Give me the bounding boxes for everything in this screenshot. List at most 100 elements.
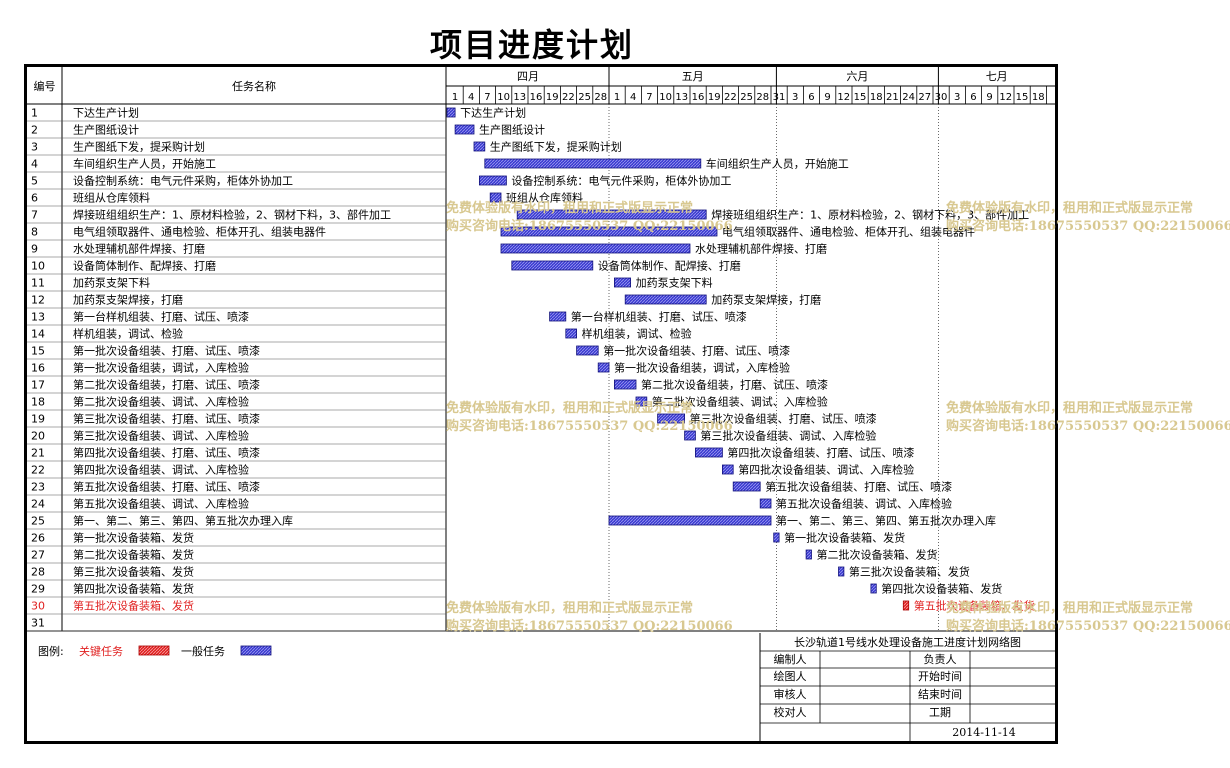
task-name: 生产图纸设计 xyxy=(73,123,139,137)
day-tick-label: 25 xyxy=(740,92,753,103)
day-tick-label: 9 xyxy=(824,92,830,103)
task-number: 1 xyxy=(31,107,38,120)
task-number: 25 xyxy=(31,515,45,528)
gantt-bar xyxy=(870,583,877,594)
info-box-cell: 审核人 xyxy=(774,687,807,701)
task-number: 4 xyxy=(31,158,38,171)
gantt-bar xyxy=(478,175,507,186)
task-number: 5 xyxy=(31,175,38,188)
day-tick-label: 13 xyxy=(513,92,526,103)
info-box-cell: 编制人 xyxy=(774,652,807,666)
watermark-line: 购买咨询电话:18675550537 QQ:22150066 xyxy=(946,419,1230,434)
day-tick-label: 6 xyxy=(808,92,814,103)
task-number: 24 xyxy=(31,498,45,511)
task-name: 加药泵支架焊接，打磨 xyxy=(73,293,183,307)
day-tick-label: 7 xyxy=(484,92,490,103)
gantt-bar xyxy=(722,464,734,475)
day-tick-label: 27 xyxy=(918,92,931,103)
task-number: 30 xyxy=(31,600,45,613)
gantt-bar-label: 生产图纸下发，提采购计划 xyxy=(490,140,622,154)
task-number: 29 xyxy=(31,583,45,596)
watermark-text: 免费体验版有水印，租用和正式版显示正常购买咨询电话:18675550537 QQ… xyxy=(446,600,733,636)
legend-critical-label: 关键任务 xyxy=(79,644,123,658)
day-tick-label: 19 xyxy=(546,92,559,103)
gantt-bar xyxy=(608,515,772,526)
day-tick-label: 18 xyxy=(1032,92,1045,103)
task-name: 电气组领取器件、通电检验、柜体开孔、组装电器件 xyxy=(73,225,326,239)
task-number: 13 xyxy=(31,311,45,324)
task-name: 班组从仓库领料 xyxy=(73,191,150,205)
gantt-bar-label: 第四批次设备组装、调试、入库检验 xyxy=(738,463,914,477)
gantt-bar-label: 第二批次设备组装、调试、入库检验 xyxy=(652,395,828,409)
gantt-bar-label: 水处理辅机部件焊接、打磨 xyxy=(695,242,827,256)
gantt-bar xyxy=(624,294,707,305)
task-number: 15 xyxy=(31,345,45,358)
day-tick-label: 9 xyxy=(986,92,992,103)
gantt-bar xyxy=(565,328,577,339)
day-tick-label: 1 xyxy=(614,92,620,103)
info-box-cell: 校对人 xyxy=(774,705,807,719)
watermark-line: 购买咨询电话:18675550537 QQ:22150066 xyxy=(446,219,733,234)
gantt-bar xyxy=(759,498,772,509)
gantt-bar-label: 第五批次设备组装、调试、入库检验 xyxy=(776,497,952,511)
watermark-line: 购买咨询电话:18675550537 QQ:22150066 xyxy=(946,619,1230,634)
gantt-bar-label: 电气组领取器件、通电检验、柜体开孔、组装电器件 xyxy=(722,225,975,239)
task-name: 第四批次设备组装、打磨、试压、喷漆 xyxy=(73,446,260,460)
task-name: 第一批次设备组装、打磨、试压、喷漆 xyxy=(73,344,260,358)
month-label: 七月 xyxy=(986,70,1008,83)
task-number: 28 xyxy=(31,566,45,579)
gantt-bar-label: 加药泵支架下料 xyxy=(636,276,713,290)
day-tick-label: 31 xyxy=(773,92,786,103)
task-name: 第四批次设备组装、调试、入库检验 xyxy=(73,463,249,477)
task-name: 第五批次设备组装、打磨、试压、喷漆 xyxy=(73,480,260,494)
gantt-bar-label: 第一批次设备装箱、发货 xyxy=(784,531,905,545)
watermark-text: 免费体验版有水印，租用和正式版显示正常购买咨询电话:18675550537 QQ… xyxy=(946,400,1230,436)
day-tick-label: 22 xyxy=(562,92,575,103)
task-name: 第二批次设备装箱、发货 xyxy=(73,548,194,562)
gantt-bar xyxy=(635,396,648,407)
day-tick-label: 1 xyxy=(452,92,458,103)
gantt-bar-label: 班组从仓库领料 xyxy=(506,191,583,205)
gantt-bar-label: 车间组织生产人员，开始施工 xyxy=(706,157,849,171)
day-tick-label: 15 xyxy=(1016,92,1029,103)
gantt-bar xyxy=(838,566,845,577)
gantt-bar-label: 第三批次设备组装、调试、入库检验 xyxy=(700,429,876,443)
gantt-bar-label: 第三批次设备装箱、发货 xyxy=(849,565,970,579)
task-name: 第五批次设备组装、调试、入库检验 xyxy=(73,497,249,511)
task-number: 18 xyxy=(31,396,45,409)
gantt-bar xyxy=(576,345,599,356)
task-number: 3 xyxy=(31,141,38,154)
task-number: 17 xyxy=(31,379,45,392)
gantt-bar xyxy=(511,260,594,271)
info-box-cell: 负责人 xyxy=(924,652,957,666)
task-name: 设备控制系统：电气元件采购，柜体外协加工 xyxy=(73,174,293,188)
gantt-bar xyxy=(500,243,691,254)
task-name: 生产图纸下发，提采购计划 xyxy=(73,140,205,154)
task-name: 水处理辅机部件焊接、打磨 xyxy=(73,242,205,256)
day-tick-label: 16 xyxy=(692,92,705,103)
task-name: 第一批次设备装箱、发货 xyxy=(73,531,194,545)
gantt-bar-label: 第五批次设备组装、打磨、试压、喷漆 xyxy=(765,480,952,494)
task-name: 第三批次设备组装、调试、入库检验 xyxy=(73,429,249,443)
task-name: 第一批次设备组装，调试，入库检验 xyxy=(73,361,249,375)
gantt-bar xyxy=(805,549,812,560)
task-name: 焊接班组组织生产：1、原材料检验，2、钢材下料，3、部件加工 xyxy=(73,208,391,222)
day-tick-label: 12 xyxy=(999,92,1012,103)
gantt-bar xyxy=(614,379,637,390)
day-tick-label: 24 xyxy=(902,92,915,103)
watermark-text: 免费体验版有水印，租用和正式版显示正常购买咨询电话:18675550537 QQ… xyxy=(446,200,733,236)
task-number: 23 xyxy=(31,481,45,494)
info-box-cell: 绘图人 xyxy=(774,669,807,683)
header-no-label: 编号 xyxy=(34,79,56,93)
task-number: 11 xyxy=(31,277,45,290)
day-tick-label: 15 xyxy=(854,92,867,103)
task-name: 第一、第二、第三、第四、第五批次办理入库 xyxy=(73,514,293,528)
task-name: 车间组织生产人员，开始施工 xyxy=(73,157,216,171)
day-tick-label: 25 xyxy=(578,92,591,103)
legend-label: 图例: xyxy=(38,644,64,658)
task-number: 26 xyxy=(31,532,45,545)
day-tick-label: 3 xyxy=(954,92,960,103)
task-name: 第三批次设备组装、打磨、试压、喷漆 xyxy=(73,412,260,426)
task-number: 6 xyxy=(31,192,38,205)
task-number: 27 xyxy=(31,549,45,562)
